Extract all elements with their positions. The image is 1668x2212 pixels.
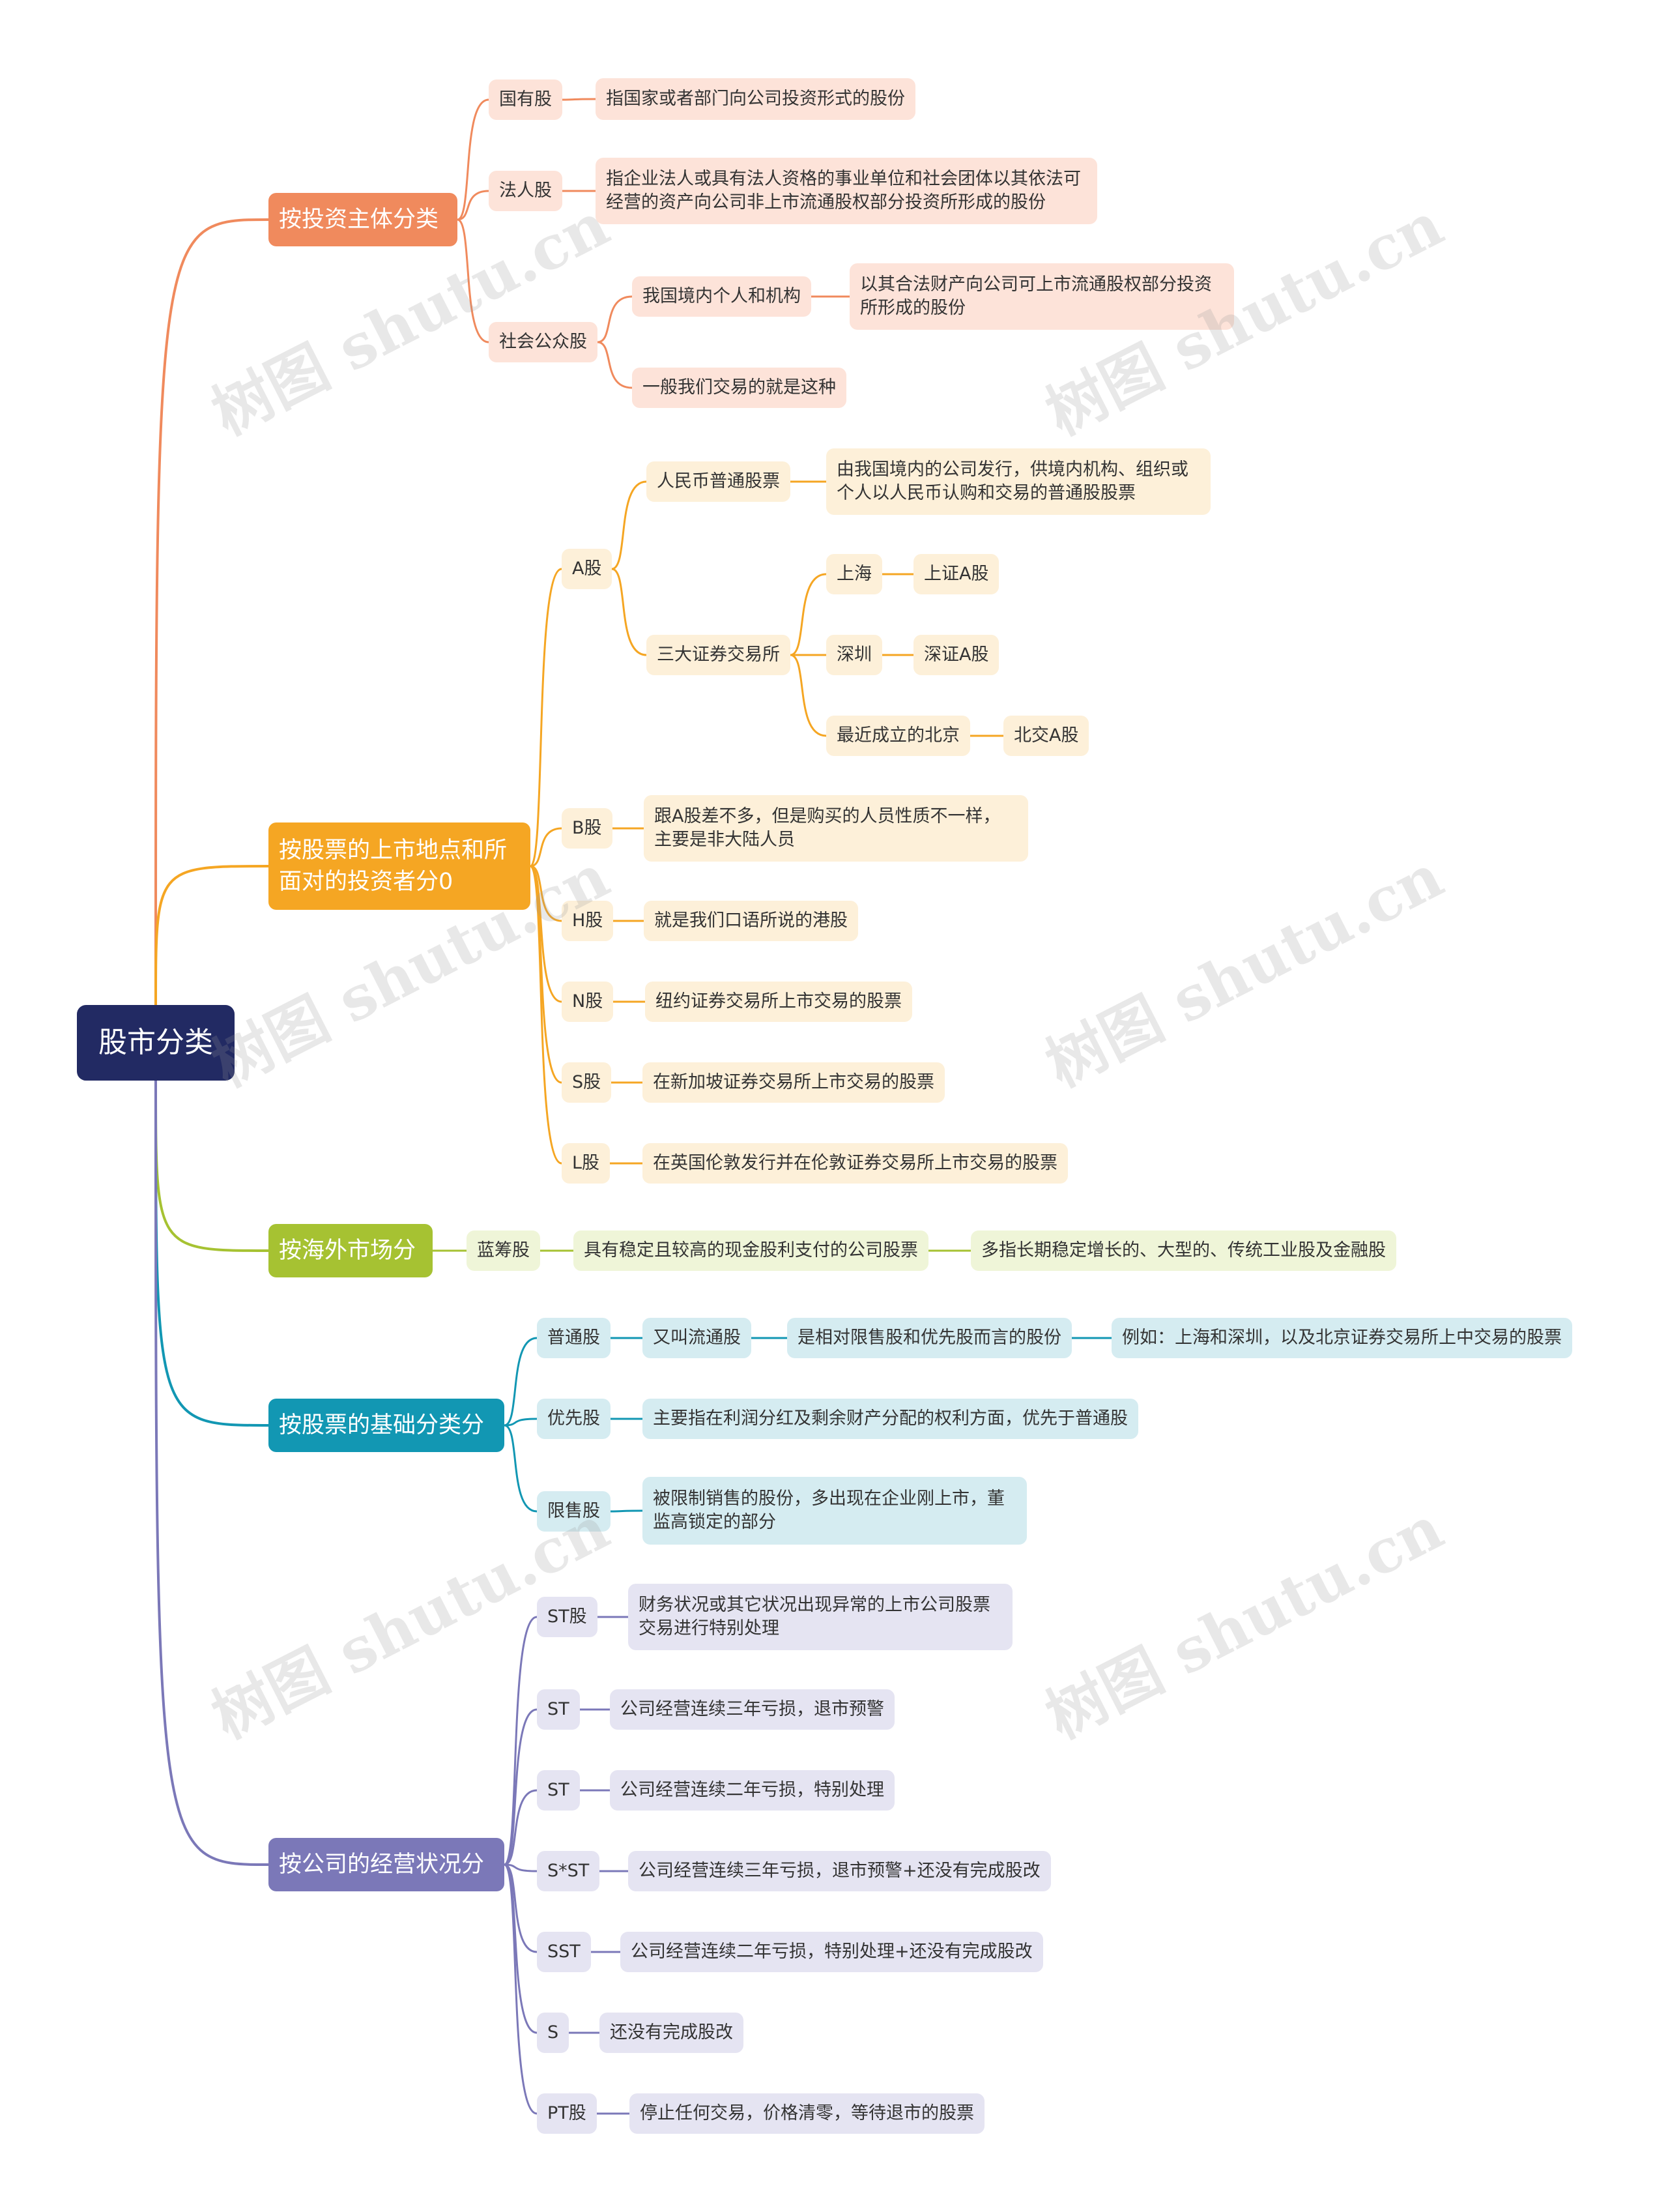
node-st-share[interactable]: ST股	[537, 1597, 597, 1637]
connector	[504, 1863, 538, 2115]
connector	[504, 1337, 538, 1427]
connector	[597, 341, 633, 389]
desc-state-share[interactable]: 指国家或者部门向公司投资形式的股份	[596, 78, 915, 120]
branch-status[interactable]: 按公司的经营状况分	[268, 1838, 504, 1891]
connector	[790, 573, 827, 656]
node-three-exchanges[interactable]: 三大证券交易所	[646, 635, 790, 675]
connector	[790, 654, 827, 737]
connector	[154, 1080, 269, 1252]
node-legal-share[interactable]: 法人股	[489, 171, 562, 211]
node-bluechip[interactable]: 蓝筹股	[467, 1230, 540, 1271]
node-restricted-share[interactable]: 限售股	[537, 1491, 611, 1532]
node-rmb-common[interactable]: 人民币普通股票	[646, 461, 790, 502]
node-state-share[interactable]: 国有股	[489, 80, 562, 120]
desc-rmb-common[interactable]: 由我国境内的公司发行，供境内机构、组织或个人以人民币认购和交易的普通股股票	[826, 448, 1211, 515]
connector	[504, 1863, 538, 1953]
connector	[504, 1863, 538, 1872]
desc-s-share[interactable]: 在新加坡证券交易所上市交易的股票	[642, 1062, 945, 1103]
node-sst[interactable]: SST	[537, 1932, 591, 1972]
branch-investor[interactable]: 按投资主体分类	[268, 193, 457, 246]
desc-h-share[interactable]: 就是我们口语所说的港股	[644, 901, 858, 941]
node-common-share[interactable]: 普通股	[537, 1318, 611, 1358]
connector	[597, 295, 633, 343]
node-pt-share[interactable]: PT股	[537, 2093, 597, 2134]
desc-common-share[interactable]: 是相对限售股和优先股而言的股份	[787, 1318, 1072, 1358]
connector	[530, 865, 562, 922]
connector	[562, 98, 596, 101]
node-st-1[interactable]: ST	[537, 1689, 580, 1730]
connector	[504, 1616, 538, 1866]
connector	[529, 568, 562, 867]
value-shanghai-a[interactable]: 上证A股	[913, 554, 999, 594]
connector	[154, 865, 269, 1006]
node-s-star-st[interactable]: S*ST	[537, 1851, 600, 1891]
desc-sst[interactable]: 公司经营连续二年亏损，特别处理+还没有完成股改	[620, 1932, 1043, 1972]
connector	[154, 1080, 269, 1866]
desc-legal-share[interactable]: 指企业法人或具有法人资格的事业单位和社会团体以其依法可经营的资产向公司非上市流通…	[596, 158, 1097, 224]
connector	[530, 865, 562, 1003]
node-n-share[interactable]: N股	[562, 982, 614, 1022]
value-shenzhen-a[interactable]: 深证A股	[913, 635, 999, 675]
connector	[154, 218, 269, 1006]
connector	[457, 190, 489, 221]
connector	[530, 827, 562, 867]
branch-basic[interactable]: 按股票的基础分类分	[268, 1399, 504, 1452]
connector	[504, 1863, 538, 2034]
connector	[457, 218, 489, 343]
desc-pt-share[interactable]: 停止任何交易，价格清零，等待退市的股票	[629, 2093, 985, 2134]
desc-bluechip[interactable]: 具有稳定且较高的现金股利支付的公司股票	[573, 1230, 928, 1271]
connector	[611, 568, 647, 656]
node-shanghai[interactable]: 上海	[826, 554, 882, 594]
desc-l-share[interactable]: 在英国伦敦发行并在伦敦证券交易所上市交易的股票	[642, 1143, 1068, 1184]
connector	[504, 1789, 538, 1866]
node-s[interactable]: S	[537, 2013, 569, 2053]
example-common-share[interactable]: 例如：上海和深圳，以及北京证券交易所上中交易的股票	[1112, 1318, 1572, 1358]
node-s-share[interactable]: S股	[562, 1062, 612, 1103]
desc-domestic[interactable]: 以其合法财产向公司可上市流通股权部分投资所形成的股份	[850, 263, 1234, 330]
node-domestic[interactable]: 我国境内个人和机构	[632, 276, 811, 317]
node-shenzhen[interactable]: 深圳	[826, 635, 882, 675]
connector	[611, 480, 647, 570]
alias-common-share[interactable]: 又叫流通股	[642, 1318, 751, 1358]
desc-preferred-share[interactable]: 主要指在利润分红及剩余财产分配的权利方面，优先于普通股	[642, 1399, 1138, 1439]
desc-s-star-st[interactable]: 公司经营连续三年亏损，退市预警+还没有完成股改	[628, 1851, 1051, 1891]
node-preferred-share[interactable]: 优先股	[537, 1399, 611, 1439]
node-beijing[interactable]: 最近成立的北京	[826, 716, 970, 756]
value-beijing-a[interactable]: 北交A股	[1003, 716, 1089, 756]
desc-n-share[interactable]: 纽约证券交易所上市交易的股票	[645, 982, 912, 1022]
connector	[504, 1418, 538, 1427]
desc-s[interactable]: 还没有完成股改	[599, 2013, 743, 2053]
node-l-share[interactable]: L股	[562, 1143, 611, 1184]
desc-st-2[interactable]: 公司经营连续二年亏损，特别处理	[610, 1770, 895, 1811]
node-a-share[interactable]: A股	[562, 549, 612, 589]
note-bluechip[interactable]: 多指长期稳定增长的、大型的、传统工业股及金融股	[971, 1230, 1396, 1271]
desc-st-1[interactable]: 公司经营连续三年亏损，退市预警	[610, 1689, 895, 1730]
node-h-share[interactable]: H股	[562, 901, 614, 941]
connector	[504, 1424, 538, 1513]
connector	[154, 1080, 269, 1427]
node-b-share[interactable]: B股	[562, 808, 612, 849]
branch-overseas[interactable]: 按海外市场分	[268, 1224, 433, 1277]
node-st-2[interactable]: ST	[537, 1770, 580, 1811]
connector	[457, 98, 489, 221]
root-node[interactable]: 股市分类	[77, 1005, 235, 1081]
desc-st-share[interactable]: 财务状况或其它状况出现异常的上市公司股票交易进行特别处理	[628, 1584, 1013, 1650]
node-common-trade[interactable]: 一般我们交易的就是这种	[632, 368, 846, 408]
connector	[529, 865, 562, 1165]
desc-b-share[interactable]: 跟A股差不多，但是购买的人员性质不一样，主要是非大陆人员	[644, 795, 1028, 862]
connector	[504, 1708, 538, 1866]
branch-listing[interactable]: 按股票的上市地点和所面对的投资者分0	[268, 822, 530, 910]
desc-restricted-share[interactable]: 被限制销售的股份，多出现在企业刚上市，董监高锁定的部分	[642, 1477, 1027, 1545]
node-public-share[interactable]: 社会公众股	[489, 322, 597, 362]
